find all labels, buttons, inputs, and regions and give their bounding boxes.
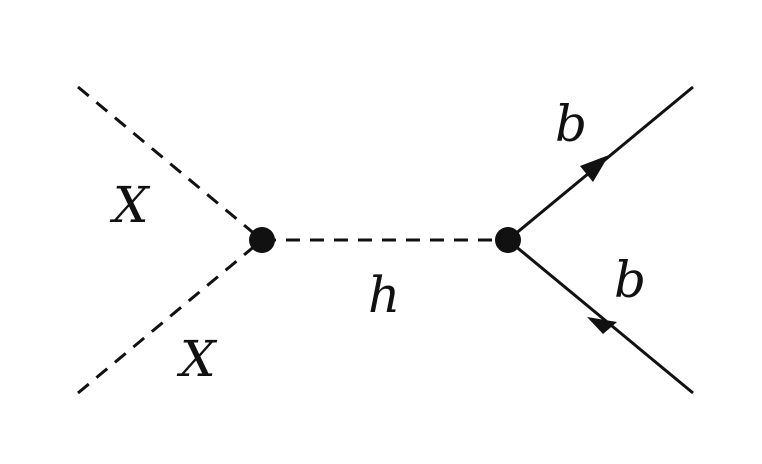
arrow-head-bottom [587, 317, 617, 334]
scalar-line-bottom [77, 238, 263, 395]
label-x-top: X [109, 176, 151, 234]
arrow-head-top [580, 155, 609, 182]
label-b-bottom: b [614, 251, 646, 309]
scalar-line-top [77, 85, 263, 242]
fermion-line-bottom [507, 238, 694, 395]
vertex-right [495, 227, 521, 253]
label-b-top: b [555, 95, 587, 153]
label-x-bottom: X [176, 330, 218, 388]
label-h: h [368, 266, 400, 324]
vertex-left [249, 227, 275, 253]
